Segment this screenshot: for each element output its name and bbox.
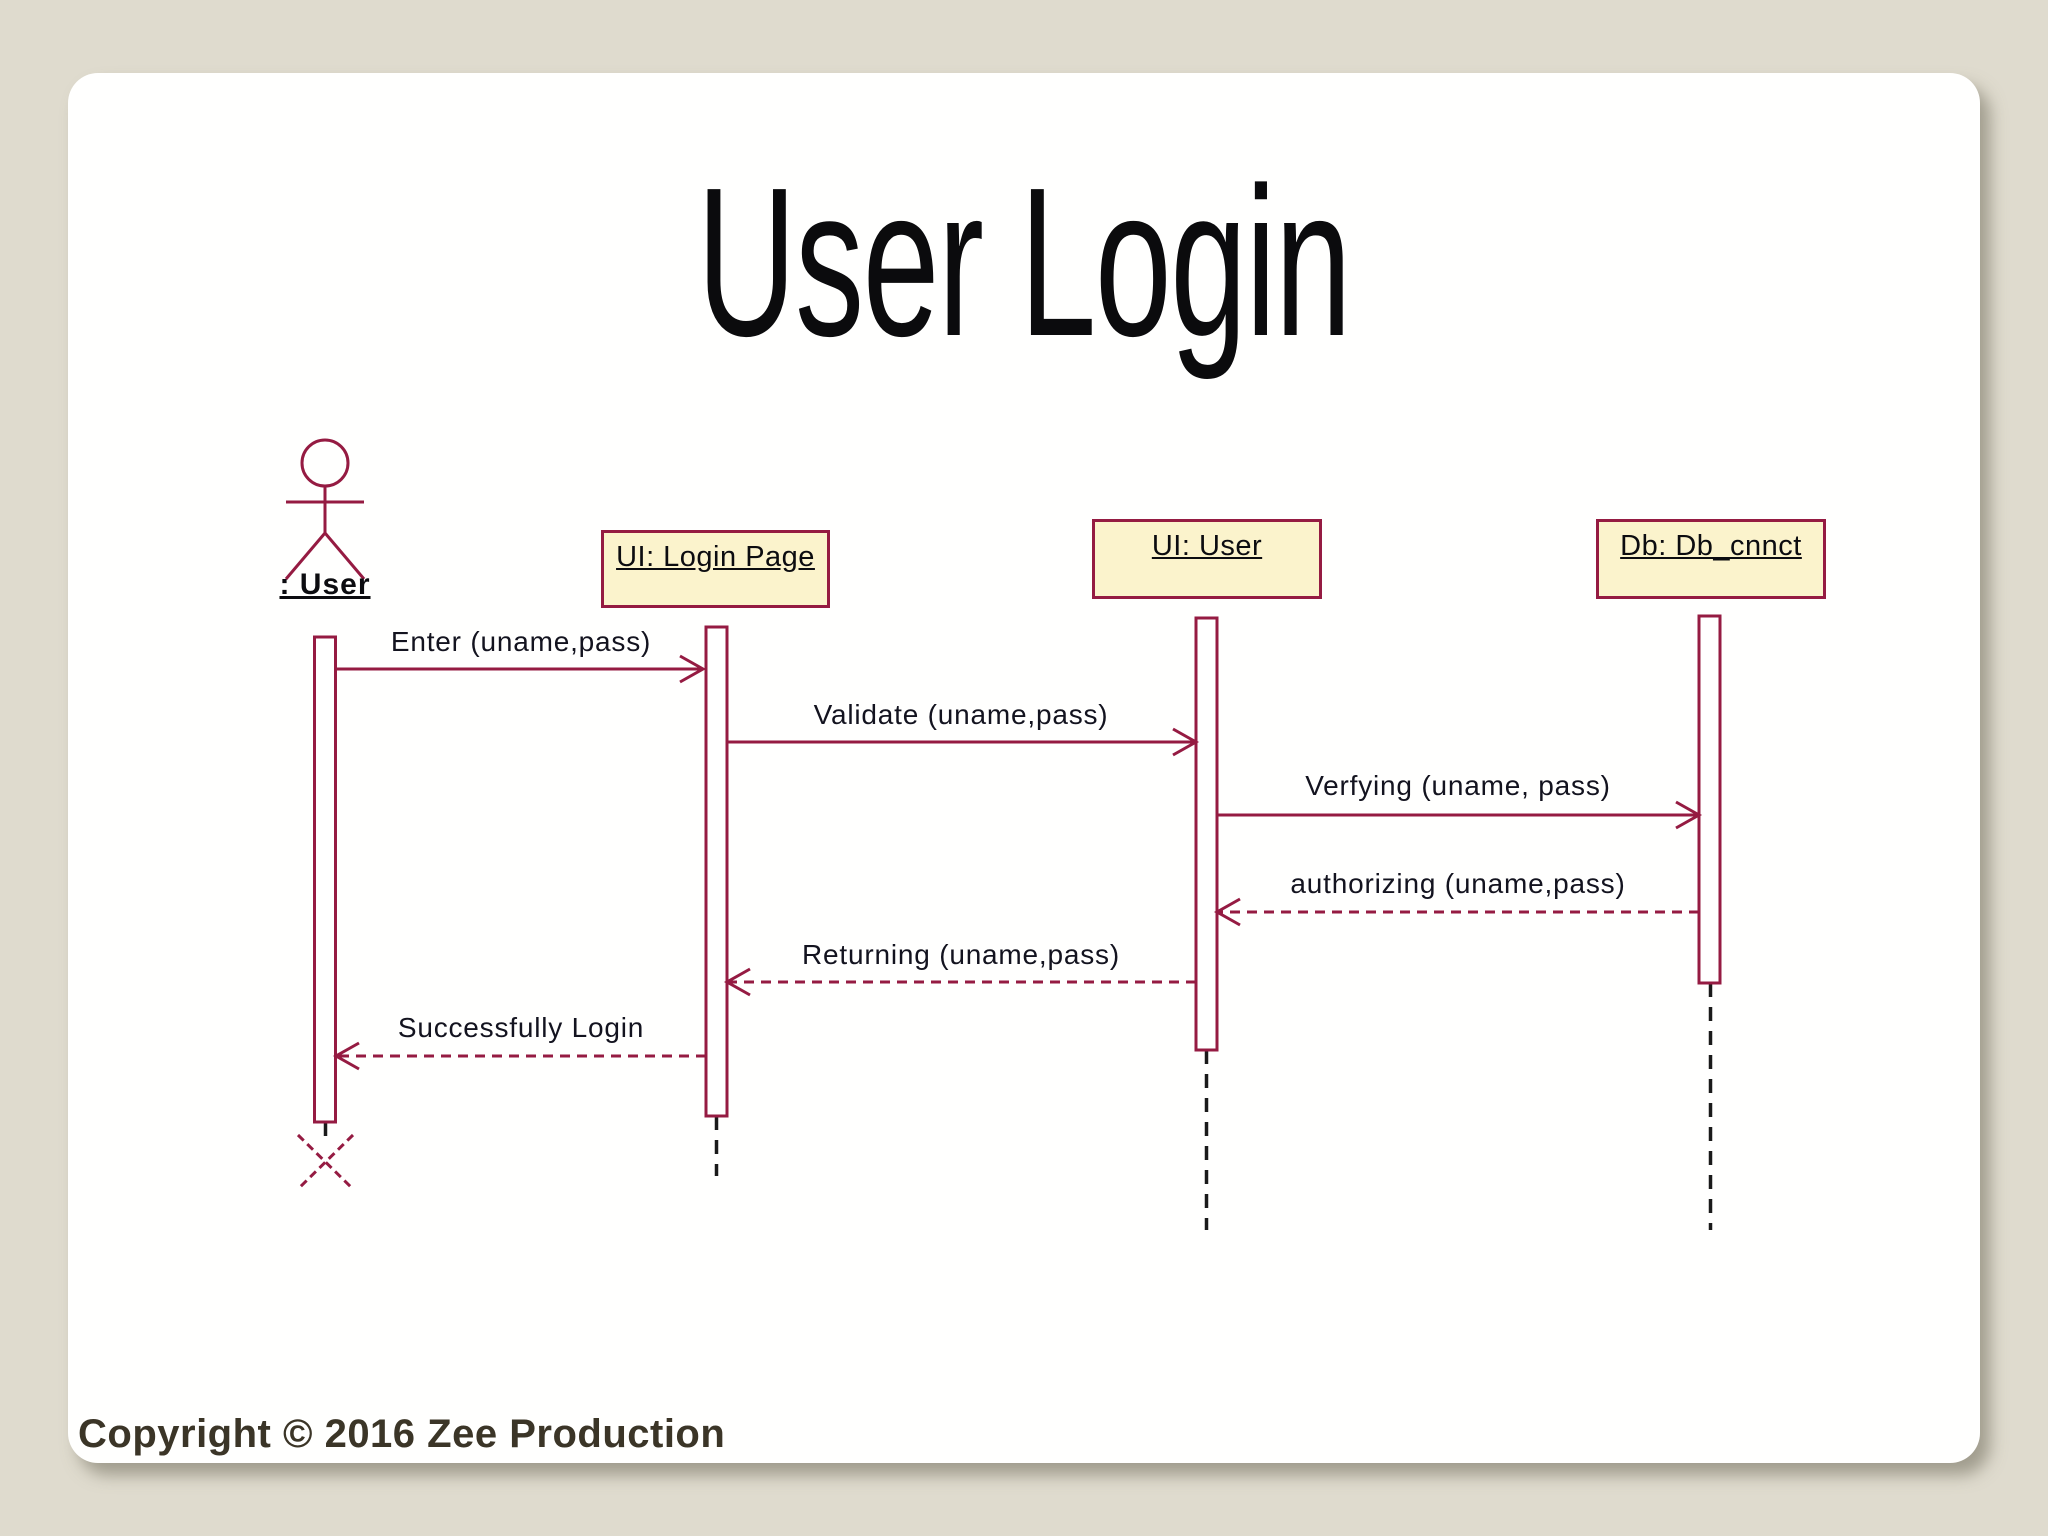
message-label-validate: Validate (uname,pass) bbox=[813, 699, 1109, 730]
destroy-x-icon bbox=[296, 1133, 355, 1191]
actor-icon bbox=[284, 438, 366, 580]
participant-label-login-page: UI: Login Page bbox=[616, 541, 815, 573]
message-label-enter: Enter (uname,pass) bbox=[390, 626, 652, 657]
page-title: User Login bbox=[68, 143, 1980, 401]
activation-bar-ui-user bbox=[1194, 616, 1219, 1052]
participant-box-login-page: UI: Login Page bbox=[601, 530, 830, 608]
message-label-authorizing: authorizing (uname,pass) bbox=[1290, 868, 1626, 899]
participant-box-db-cnnct: Db: Db_cnnct bbox=[1596, 519, 1826, 599]
activation-bar-db-cnnct bbox=[1697, 614, 1722, 985]
message-arrow-verfying bbox=[1217, 800, 1703, 830]
slide-card: User Login bbox=[68, 73, 1980, 1463]
participant-box-ui-user: UI: User bbox=[1092, 519, 1322, 599]
participant-label-ui-user: UI: User bbox=[1151, 530, 1263, 562]
message-arrow-validate bbox=[727, 727, 1200, 757]
activation-bars bbox=[313, 614, 1722, 1124]
message-label-returning: Returning (uname,pass) bbox=[802, 939, 1120, 970]
sequence-diagram-canvas bbox=[284, 438, 1722, 1230]
activation-bar-login-page bbox=[704, 625, 729, 1118]
message-arrow-enter bbox=[336, 654, 707, 684]
participant-label-db-cnnct: Db: Db_cnnct bbox=[1620, 530, 1802, 562]
message-label-successfully-login: Successfully Login bbox=[397, 1012, 645, 1043]
copyright-text: Copyright © 2016 Zee Production bbox=[78, 1412, 726, 1456]
activation-bar-user bbox=[313, 635, 337, 1124]
message-arrow-authorizing bbox=[1213, 897, 1699, 927]
message-arrow-returning bbox=[723, 967, 1196, 997]
actor-label-user: : User bbox=[279, 568, 371, 601]
lifeline-dashes bbox=[323, 983, 1713, 1230]
message-arrow-successfully-login bbox=[332, 1041, 706, 1071]
page-title-text: User Login bbox=[697, 143, 1352, 380]
message-label-verfying: Verfying (uname, pass) bbox=[1305, 770, 1611, 801]
